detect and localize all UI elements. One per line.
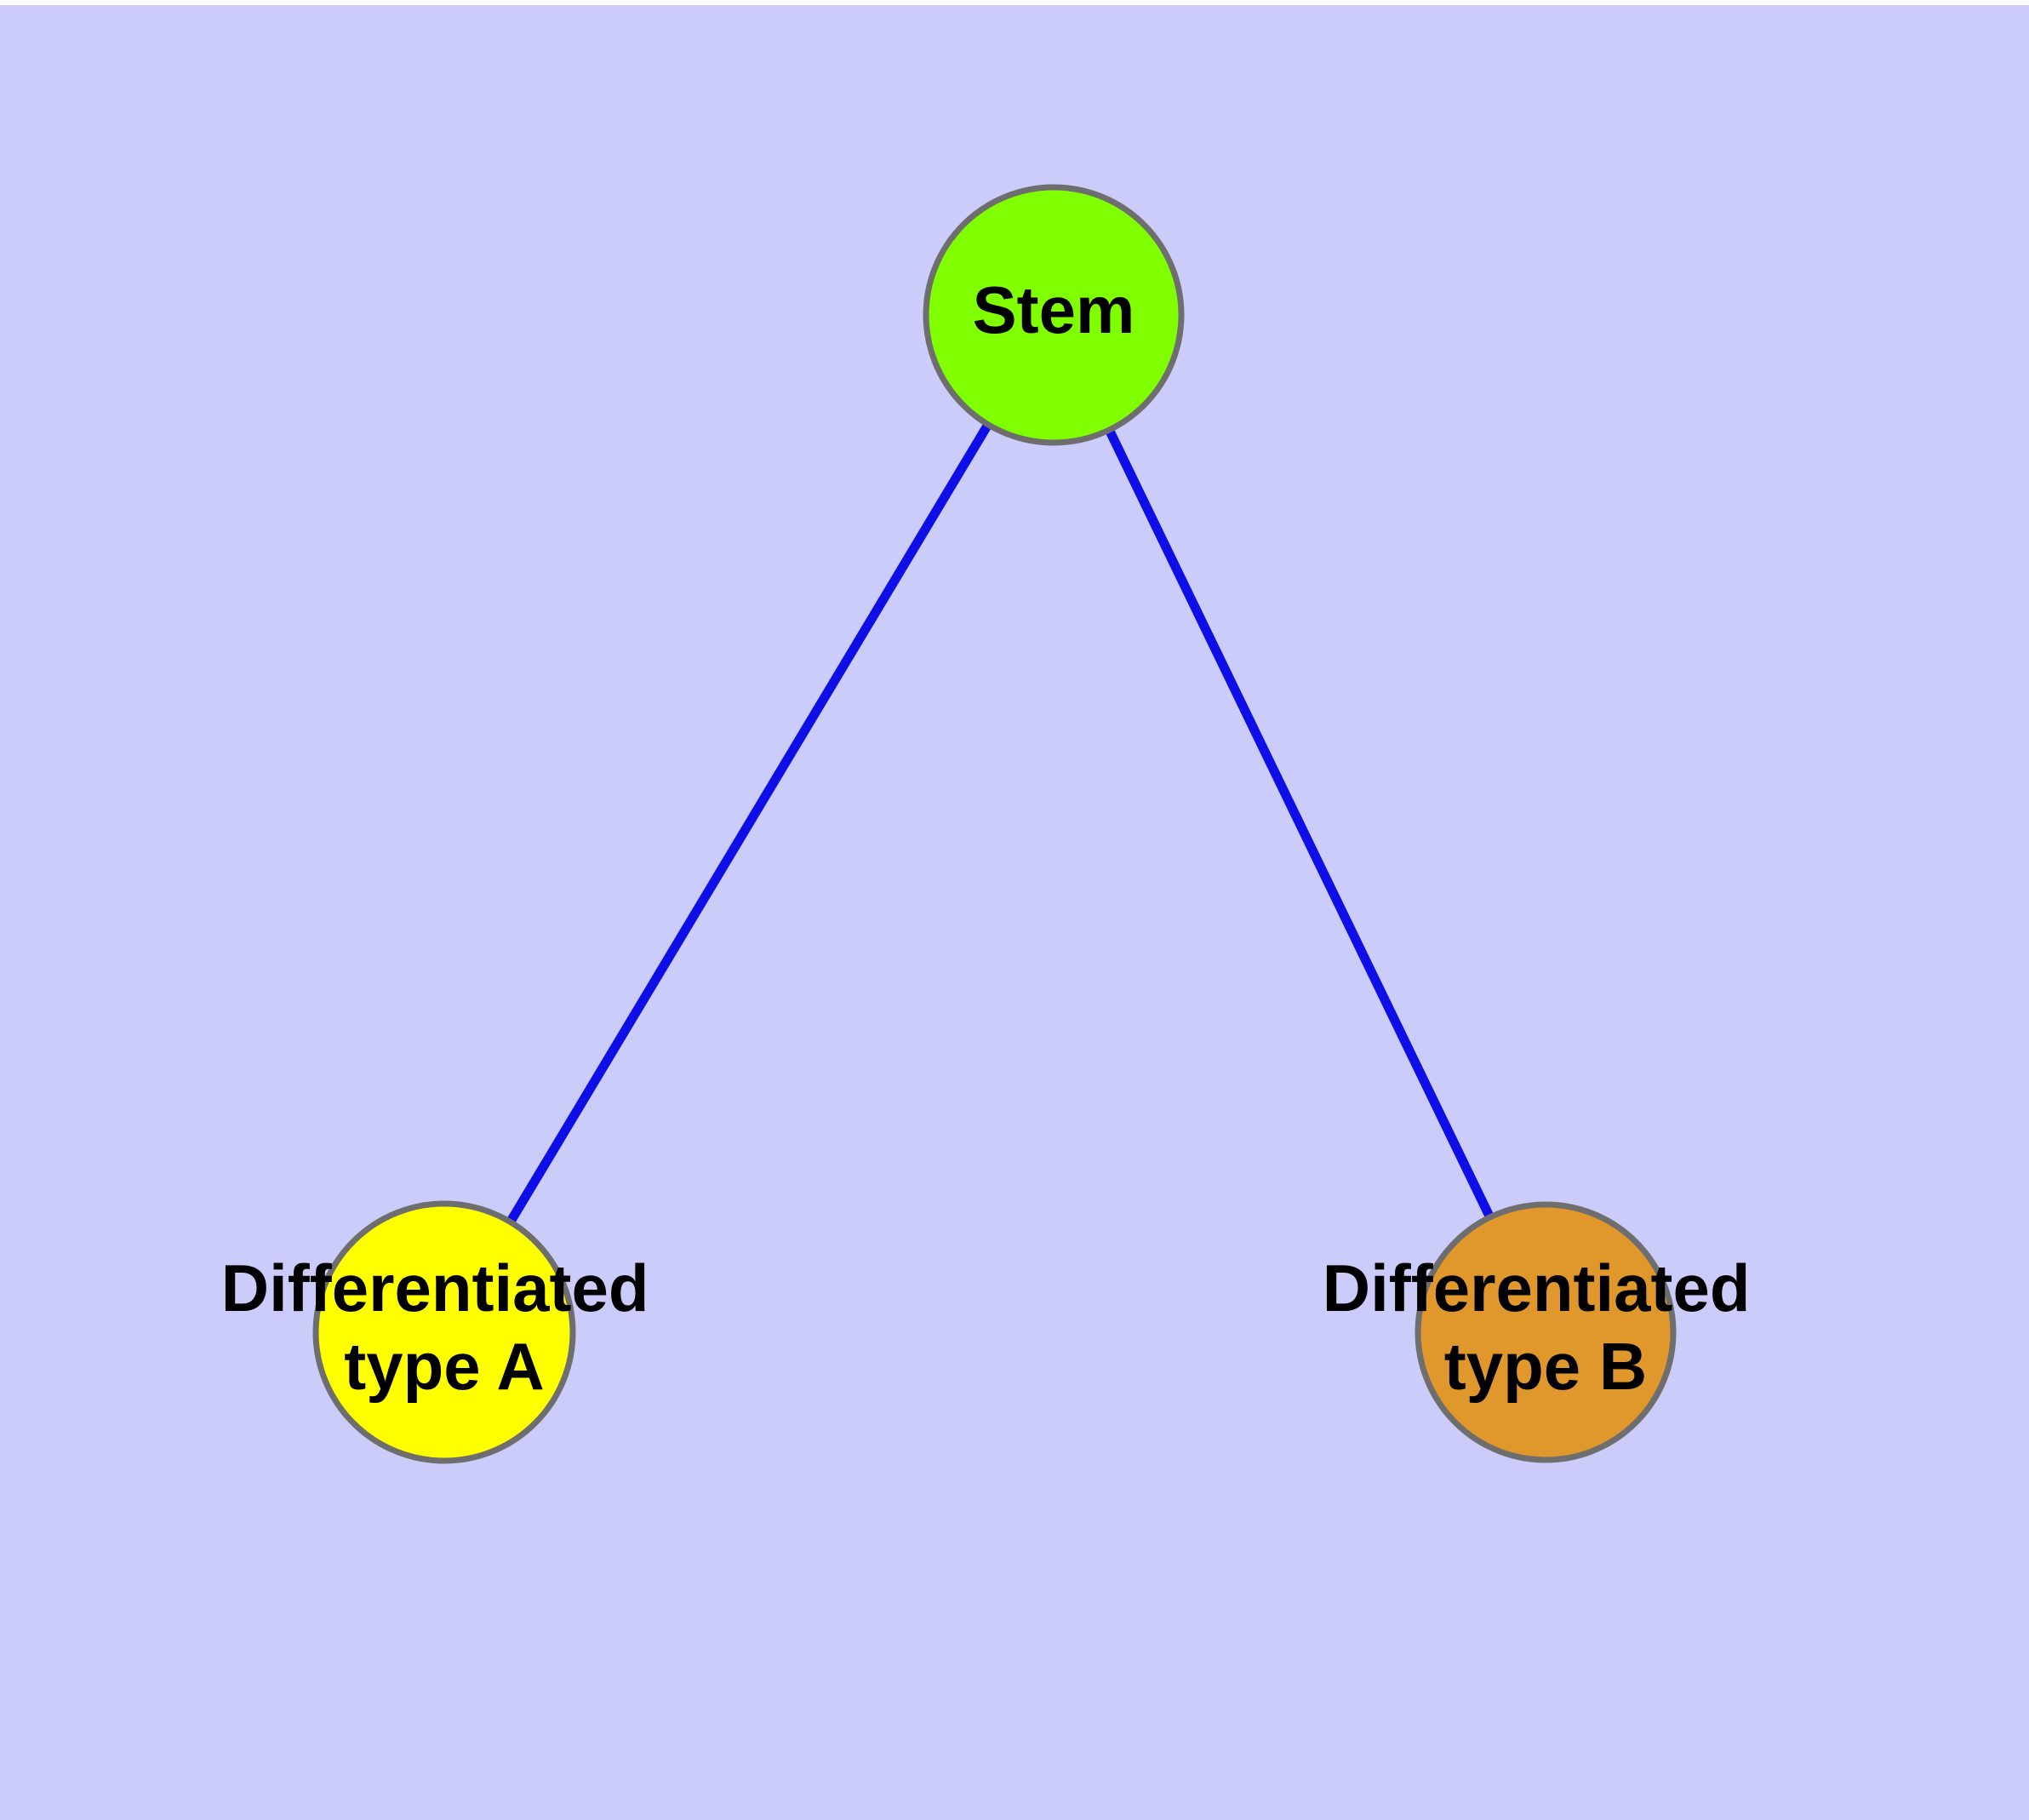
edge-layer <box>506 421 1495 1225</box>
edge-stem-to-differentiated-type-b[interactable] <box>1105 427 1495 1220</box>
node-label-differentiated-type-a: Differentiated type A <box>221 1251 667 1404</box>
node-label-diff-b-line1: Differentiated <box>1323 1251 1751 1325</box>
node-label-layer: Stem Differentiated type A Differentiate… <box>221 272 1769 1404</box>
node-label-stem: Stem <box>973 272 1135 347</box>
node-circle-differentiated-type-b[interactable] <box>1415 1201 1677 1463</box>
node-circle-stem[interactable] <box>923 184 1185 446</box>
node-label-diff-b-line2: type B <box>1444 1329 1647 1404</box>
node-label-diff-a-line2: type A <box>344 1329 545 1404</box>
node-label-stem-line1: Stem <box>973 272 1135 347</box>
node-circle-differentiated-type-a[interactable] <box>312 1200 576 1464</box>
node-label-differentiated-type-b: Differentiated type B <box>1323 1251 1769 1404</box>
node-label-diff-a-line1: Differentiated <box>221 1251 649 1325</box>
node-layer <box>312 184 1677 1464</box>
edge-stem-to-differentiated-type-a[interactable] <box>506 421 992 1225</box>
